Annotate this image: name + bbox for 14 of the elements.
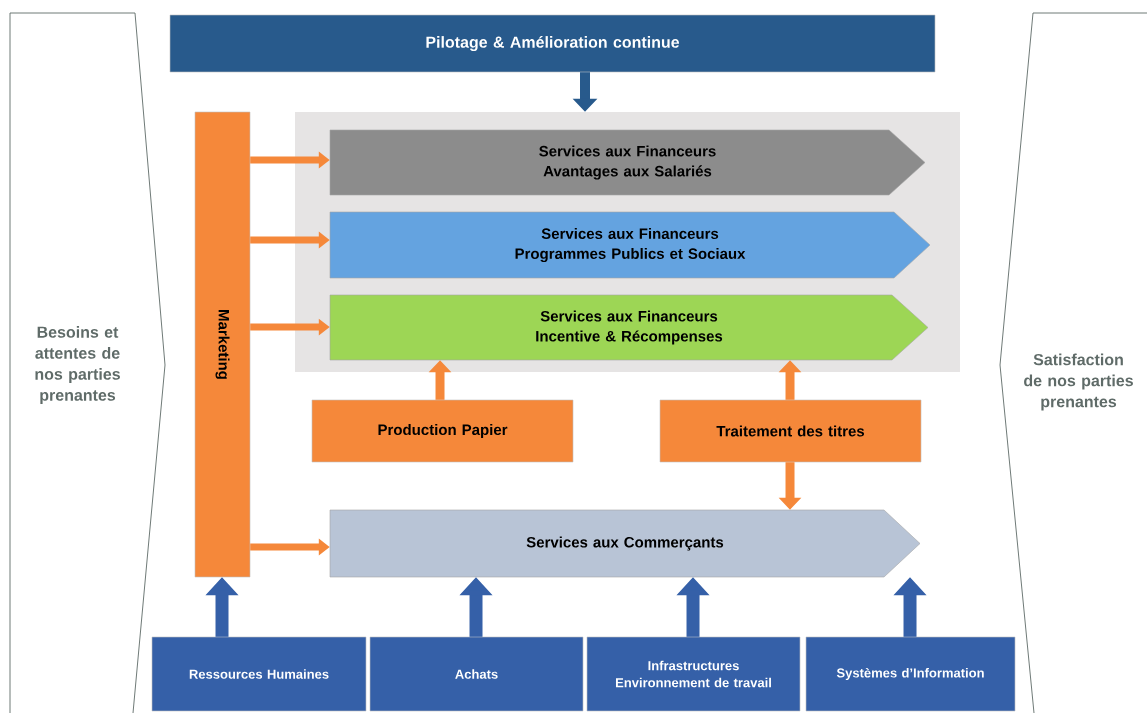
side-panel: Besoins et attentes de nos parties prenantes <box>9 12 166 713</box>
chevron-box: Services aux Financeurs Avantages aux Salariés <box>329 129 926 196</box>
process-box: Ressources Humaines <box>151 636 367 712</box>
chevron-box: Services aux Financeurs Programmes Publics et Sociaux <box>329 211 931 279</box>
chevron-box: Services aux Financeurs Incentive & Récompenses <box>329 294 929 361</box>
chevron-box: Services aux Commerçants <box>329 509 921 578</box>
vertical-bar: Marketing <box>194 111 251 578</box>
process-box: Achats <box>369 636 584 712</box>
side-panel: Satisfaction de nos parties prenantes <box>999 12 1147 713</box>
process-box: Systèmes d’Information <box>805 636 1016 712</box>
banner: Pilotage & Amélioration continue <box>169 14 936 73</box>
process-box: Infrastructures Environnement de travail <box>586 636 801 712</box>
process-box: Traitement des titres <box>659 399 922 463</box>
process-box: Production Papier <box>311 399 574 463</box>
